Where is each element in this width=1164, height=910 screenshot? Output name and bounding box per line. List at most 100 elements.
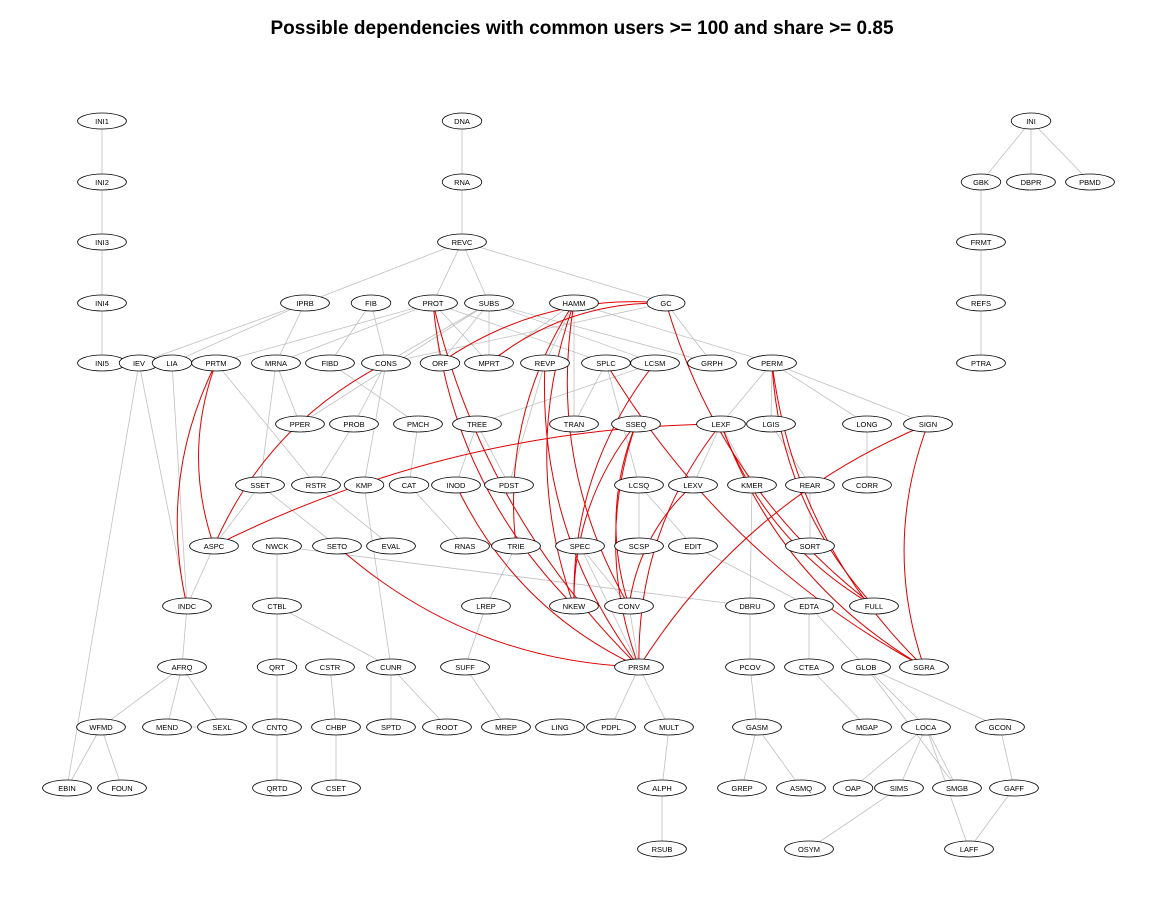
node-shape-trie <box>491 537 541 555</box>
node-shape-revc <box>437 233 487 251</box>
page-title: Possible dependencies with common users … <box>270 18 894 39</box>
highlighted-edge-lcsm-nkew <box>573 362 656 607</box>
node-label-fib: FIB <box>365 299 377 308</box>
edge-prot-prtm <box>215 302 434 364</box>
edge-gasm-asmq <box>756 726 802 789</box>
node-shape-grep <box>717 779 767 797</box>
edge-gaff-laff <box>968 787 1015 850</box>
node-label-gcon: GCON <box>989 723 1012 732</box>
edge-cons-prob <box>353 362 387 425</box>
node-suff: SUFF <box>440 658 490 676</box>
node-gbk: GBK <box>960 173 1002 191</box>
node-shape-corr <box>842 476 892 494</box>
node-mend: MEND <box>142 718 192 736</box>
edge-hamm-perm <box>573 302 773 364</box>
node-label-ctbl: CTBL <box>267 602 286 611</box>
edge-lcsm-tree <box>476 362 656 425</box>
node-edit: EDIT <box>668 537 718 555</box>
edge-layer <box>66 120 1091 850</box>
highlighted-edge-revp-prsm <box>543 362 640 668</box>
node-gasm: GASM <box>732 718 782 736</box>
node-kmp: KMP <box>343 476 385 494</box>
node-label-dbpr: DBPR <box>1021 178 1042 187</box>
node-label-iprb: IPRB <box>296 299 314 308</box>
node-label-mend: MEND <box>156 723 179 732</box>
node-shape-eval <box>366 537 416 555</box>
node-cset: CSET <box>311 779 361 797</box>
node-rstr: RSTR <box>291 476 341 494</box>
edge-revc-iprb <box>304 241 463 304</box>
node-label-refs: REFS <box>971 299 991 308</box>
node-lexf: LEXF <box>696 415 746 433</box>
node-ctea: CTEA <box>784 658 834 676</box>
node-lexv: LEXV <box>668 476 718 494</box>
node-label-mrep: MREP <box>495 723 517 732</box>
node-shape-ini4 <box>77 294 127 312</box>
node-label-lcsq: LCSQ <box>629 481 650 490</box>
node-ptra: PTRA <box>956 354 1006 372</box>
node-cons: CONS <box>361 354 411 372</box>
node-rna: RNA <box>441 173 483 191</box>
node-shape-ini3 <box>77 233 127 251</box>
node-grph: GRPH <box>687 354 737 372</box>
edge-mrna-sset <box>259 362 277 486</box>
node-label-sexl: SEXL <box>212 723 231 732</box>
node-ling: LING <box>535 718 585 736</box>
highlighted-edge-prot-nkew <box>432 302 575 607</box>
node-label-chbp: CHBP <box>326 723 347 732</box>
edge-revc-gc <box>461 241 667 304</box>
node-shape-lexv <box>668 476 718 494</box>
edge-subs-lcsm <box>488 302 656 364</box>
node-label-mprt: MPRT <box>478 359 500 368</box>
edge-rstr-eval <box>315 484 392 547</box>
node-label-prtm: PRTM <box>205 359 226 368</box>
highlighted-edge-splc-sgra <box>605 362 925 668</box>
node-shape-ctbl <box>252 597 302 615</box>
node-shape-inod <box>431 476 481 494</box>
node-mgap: MGAP <box>842 718 892 736</box>
edge-mrna-pper <box>275 362 301 425</box>
highlighted-edge-prtm-indc <box>176 362 217 607</box>
highlighted-edge-lexf-full <box>720 423 875 607</box>
node-scsp: SCSP <box>614 537 664 555</box>
node-cat: CAT <box>388 476 430 494</box>
node-lia: LIA <box>151 354 193 372</box>
highlighted-edge-hamm-conv <box>566 302 630 607</box>
edge-sims-osym <box>808 787 900 850</box>
node-sign: SIGN <box>903 415 953 433</box>
node-label-afrq: AFRQ <box>172 663 193 672</box>
node-lcsq: LCSQ <box>614 476 664 494</box>
node-qrtd: QRTD <box>252 779 302 797</box>
node-label-long: LONG <box>856 420 877 429</box>
edge-spec-conv <box>579 545 630 607</box>
node-shape-laff <box>944 840 994 858</box>
edge-iprb-iev <box>138 302 306 364</box>
node-label-hamm: HAMM <box>563 299 586 308</box>
node-label-ebin: EBIN <box>58 784 76 793</box>
edge-lcsq-edit <box>638 484 694 547</box>
node-shape-orf <box>419 354 461 372</box>
node-label-trie: TRIE <box>507 542 524 551</box>
node-shape-dbru <box>725 597 775 615</box>
node-osym: OSYM <box>784 840 834 858</box>
node-shape-qrtd <box>252 779 302 797</box>
node-label-scsp: SCSP <box>629 542 649 551</box>
node-label-gaff: GAFF <box>1004 784 1024 793</box>
edge-cstr-chbp <box>329 666 337 728</box>
node-label-lrep: LREP <box>476 602 496 611</box>
node-gc: GC <box>646 294 686 312</box>
node-shape-gbk <box>960 173 1002 191</box>
edge-prot-mprt <box>432 302 490 364</box>
edge-glob-loca <box>865 666 927 728</box>
node-label-sptd: SPTD <box>381 723 402 732</box>
edge-splc-tran <box>573 362 607 425</box>
node-label-gbk: GBK <box>973 178 989 187</box>
node-shape-sims <box>874 779 924 797</box>
edge-prot-mrna <box>275 302 434 364</box>
node-label-sgra: SGRA <box>913 663 934 672</box>
edge-tree-pdst <box>476 423 510 486</box>
edge-gc-cons <box>385 302 667 364</box>
node-label-pper: PPER <box>290 420 311 429</box>
node-label-gc: GC <box>660 299 672 308</box>
